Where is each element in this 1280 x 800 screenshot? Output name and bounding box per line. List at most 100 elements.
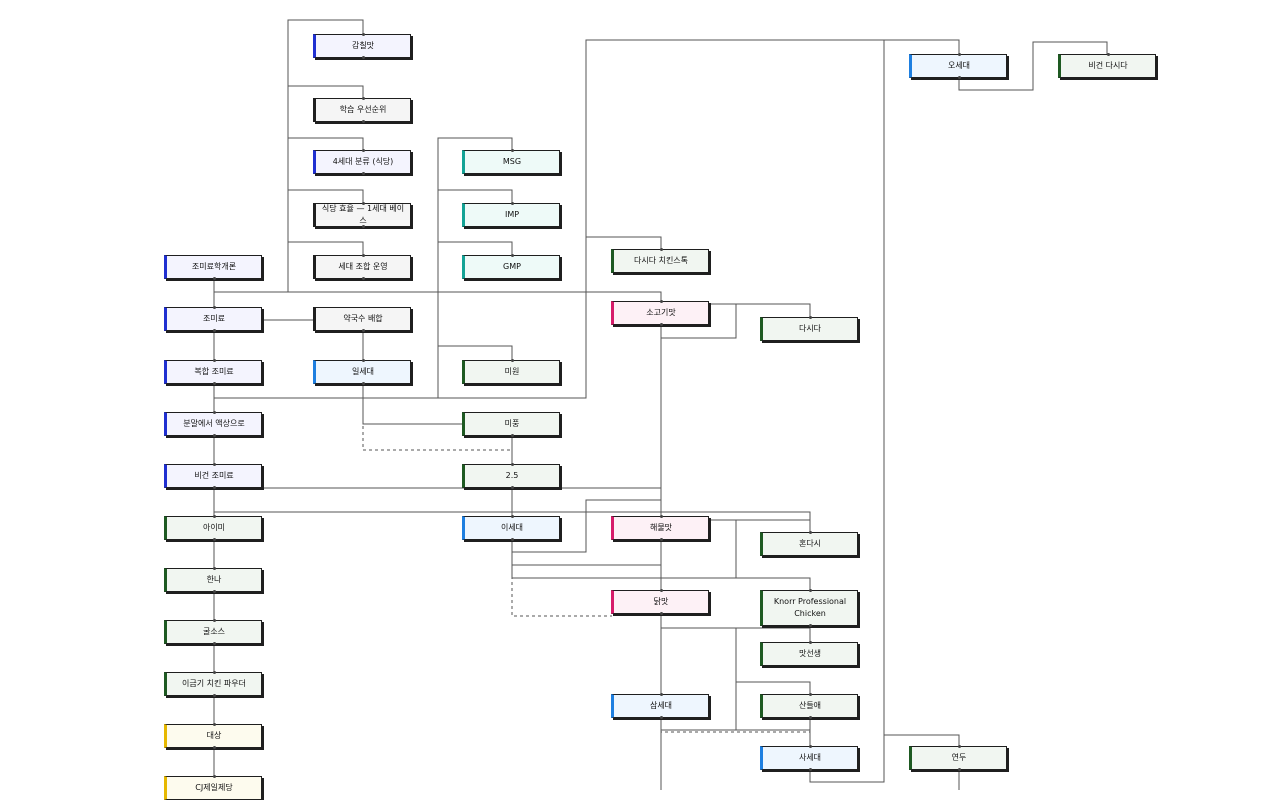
node-label: 사세대	[798, 753, 822, 762]
node-4sedae-bunryu[interactable]: 4세대 분류 (식당)	[313, 149, 411, 175]
node-label: 비건 조미료	[194, 471, 234, 480]
node-vegan-dasida[interactable]: 비건 다시다	[1058, 53, 1156, 78]
node-label: 닭맛	[653, 597, 669, 606]
node-aimi[interactable]: 아이미	[164, 515, 262, 541]
node-hakseup[interactable]: 학습 우선순위	[313, 97, 411, 123]
node-label: 맛선생	[798, 649, 822, 658]
port	[212, 642, 216, 645]
port	[361, 56, 365, 59]
node-label: 해물맛	[649, 523, 673, 532]
port	[212, 694, 216, 697]
node-label: 다시다	[798, 324, 822, 333]
node-mipung[interactable]: 미풍	[462, 412, 560, 437]
edge-chem-gmp	[438, 241, 513, 255]
node-label: 연두	[951, 753, 967, 762]
node-cj[interactable]: CJ제일제당	[164, 775, 262, 800]
node-gmp[interactable]: GMP	[462, 254, 560, 279]
edge-hub-4sedae	[288, 137, 364, 150]
node-samsedae[interactable]: 삼세대	[611, 693, 709, 719]
node-label: 삼세대	[649, 701, 673, 710]
port	[808, 745, 812, 748]
node-imp[interactable]: IMP	[462, 202, 560, 227]
port	[808, 624, 812, 627]
node-label: IMP	[504, 210, 520, 219]
port	[361, 359, 365, 362]
node-hondasi[interactable]: 혼다시	[760, 531, 858, 556]
node-label: 복합 조미료	[194, 367, 234, 376]
port	[212, 486, 216, 489]
node-miwon[interactable]: 미원	[462, 359, 560, 384]
node-ilsedae[interactable]: 일세대	[313, 359, 411, 385]
port	[510, 359, 514, 362]
node-label: 조미료학개론	[191, 262, 237, 271]
edge-dak-knorr	[661, 627, 811, 642]
node-label: 대상	[206, 731, 222, 740]
node-label: 혼다시	[798, 539, 822, 548]
node-johak-gaeron[interactable]: 조미료학개론	[164, 255, 262, 280]
node-sandeure[interactable]: 산들애	[760, 693, 858, 719]
node-dakmat[interactable]: 닭맛	[611, 589, 709, 615]
port	[808, 693, 812, 696]
port	[361, 225, 365, 228]
node-daesang[interactable]: 대상	[164, 723, 262, 749]
node-sikdang-hyoyul[interactable]: 식당 효율 — 1세대 베이스	[313, 202, 411, 228]
port	[212, 359, 216, 362]
port	[361, 149, 365, 152]
port	[1106, 53, 1110, 56]
port	[212, 746, 216, 749]
edge-dashed-samsedae-sasedae	[660, 730, 811, 746]
port	[361, 254, 365, 257]
node-label: 다시다 치킨스톡	[633, 256, 689, 265]
node-haemulmat[interactable]: 해물맛	[611, 515, 709, 541]
node-igeumgi[interactable]: 이금기 치킨 파우더	[164, 671, 262, 697]
edge-dashed-isedae-dak	[511, 540, 612, 617]
port	[659, 538, 663, 541]
edge-mat-branch	[736, 681, 811, 694]
node-isedae[interactable]: 이세대	[462, 515, 560, 541]
port	[808, 716, 812, 719]
node-osedae[interactable]: 오세대	[909, 53, 1007, 79]
node-matseonsaeng[interactable]: 맛선생	[760, 641, 858, 666]
node-label: 아이미	[202, 523, 226, 532]
port	[212, 434, 216, 437]
port	[510, 515, 514, 518]
node-yeondu[interactable]: 연두	[909, 745, 1007, 771]
port	[659, 589, 663, 592]
node-yakguksu[interactable]: 약국수 배합	[313, 307, 411, 332]
node-sedae-johap[interactable]: 세대 조합 운영	[313, 254, 411, 280]
node-dasida[interactable]: 다시다	[760, 316, 858, 341]
edge-bokhap-long	[214, 39, 960, 399]
node-label: 미풍	[504, 419, 520, 428]
node-gamchilmat[interactable]: 감칠맛	[313, 33, 411, 59]
port	[510, 434, 514, 437]
port	[212, 411, 216, 414]
port	[212, 619, 216, 622]
node-label: CJ제일제당	[195, 783, 233, 792]
port	[659, 515, 663, 518]
port	[659, 323, 663, 326]
port	[361, 172, 365, 175]
node-sogogimat[interactable]: 소고기맛	[611, 300, 709, 326]
node-vegan-jomi[interactable]: 비건 조미료	[164, 463, 262, 489]
port	[957, 768, 961, 771]
node-gulsauce[interactable]: 굴소스	[164, 619, 262, 645]
edge-chem-imp	[438, 189, 513, 203]
node-jomiryo[interactable]: 조미료	[164, 306, 262, 332]
node-bunmal[interactable]: 분말에서 액상으로	[164, 411, 262, 437]
node-sasedae[interactable]: 사세대	[760, 745, 858, 771]
port	[957, 76, 961, 79]
node-msg[interactable]: MSG	[462, 149, 560, 174]
node-hanna[interactable]: 한나	[164, 567, 262, 593]
node-dasida-chicken[interactable]: 다시다 치킨스톡	[611, 248, 709, 273]
node-knorr[interactable]: Knorr Professional Chicken	[760, 589, 858, 627]
node-2-5[interactable]: 2.5	[462, 463, 560, 489]
node-bokhap[interactable]: 복합 조미료	[164, 359, 262, 385]
port	[212, 723, 216, 726]
port	[212, 775, 216, 778]
port	[361, 97, 365, 100]
edge-hub-sikdang	[288, 189, 364, 203]
edge-yeondu	[884, 734, 960, 746]
node-label: MSG	[502, 157, 522, 166]
edge-isedae-down	[511, 552, 662, 590]
port	[361, 33, 365, 36]
